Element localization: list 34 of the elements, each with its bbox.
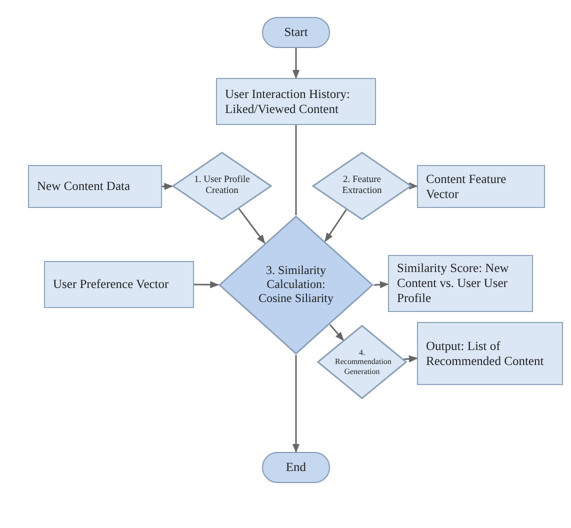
process-box — [417, 322, 563, 385]
arrow — [292, 355, 300, 453]
process-box — [216, 78, 376, 125]
process-box — [388, 255, 533, 312]
arrow — [162, 182, 174, 190]
process-box — [417, 165, 545, 208]
node-label: 4. Recommendation Generation — [335, 348, 389, 376]
node-label: 3. Similarity Calculation: Cosine Siliarity — [258, 264, 334, 306]
arrow — [408, 182, 418, 190]
decision-diamond — [312, 152, 412, 220]
arrow — [329, 324, 344, 341]
node-label: User Preference Vector — [53, 277, 169, 292]
terminal-pill — [262, 452, 330, 483]
node-label: New Content Data — [37, 179, 130, 194]
process-box — [28, 165, 162, 208]
decision-diamond — [218, 215, 374, 355]
decision-diamond — [172, 152, 272, 220]
arrow — [194, 281, 220, 288]
node-label: End — [286, 460, 306, 475]
node-label: 2. Feature Extraction — [341, 175, 383, 197]
arrow — [404, 355, 418, 362]
node-label: Start — [284, 25, 308, 40]
arrow — [324, 208, 348, 242]
arrow — [238, 208, 266, 244]
node-label: 1. User Profile Creation — [193, 175, 251, 197]
node-label: Output: List of Recommended Content — [426, 338, 545, 368]
arrow — [292, 48, 300, 79]
arrow — [374, 281, 389, 288]
node-label: Content Feature Vector — [426, 172, 508, 202]
terminal-pill — [262, 17, 330, 48]
decision-diamond — [317, 325, 407, 399]
node-label: Similarity Score: New Content vs. User User Profile — [397, 261, 510, 306]
node-label: User Interaction History: Liked/Viewed Content — [225, 86, 351, 116]
process-box — [44, 261, 194, 308]
